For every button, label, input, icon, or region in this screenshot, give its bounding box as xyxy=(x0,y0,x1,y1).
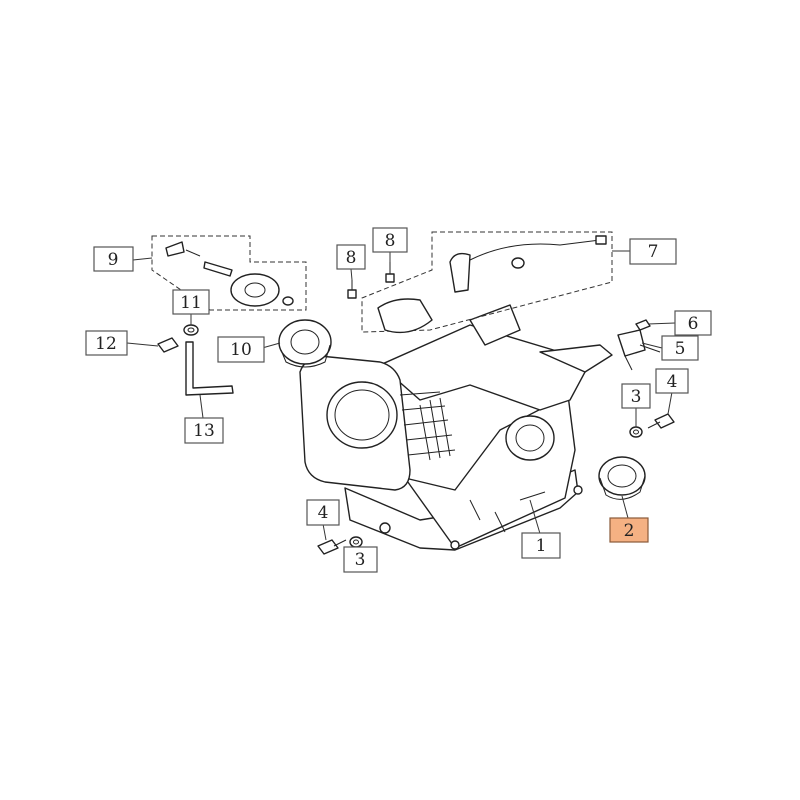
callout-2: 2 xyxy=(609,517,649,543)
callout-10: 10 xyxy=(217,336,265,363)
callout-3-right-label: 3 xyxy=(631,387,642,407)
callout-8-left: 8 xyxy=(336,244,366,270)
callout-10-label: 10 xyxy=(230,340,252,360)
callout-2-label: 2 xyxy=(624,521,635,541)
callout-4-left: 4 xyxy=(306,499,340,526)
governor-washer-drawing xyxy=(183,324,199,336)
breather-bolt-drawing-left xyxy=(347,280,357,299)
washer-drawing-left xyxy=(349,536,363,548)
callout-3-left: 3 xyxy=(343,546,378,573)
callout-4-right-label: 4 xyxy=(667,372,678,392)
callout-8-right: 8 xyxy=(372,227,408,253)
governor-assembly-drawing xyxy=(151,235,307,311)
governor-shaft-drawing xyxy=(185,341,234,396)
breather-bolt-drawing-right xyxy=(385,262,395,283)
callout-4-left-label: 4 xyxy=(318,503,329,523)
callout-1-label: 1 xyxy=(536,536,547,556)
callout-3-right: 3 xyxy=(621,383,651,409)
callout-9: 9 xyxy=(93,246,134,272)
breather-assembly-drawing xyxy=(361,231,613,334)
callout-5: 5 xyxy=(661,335,699,361)
oil-sensor-drawing xyxy=(617,329,661,371)
crankcase-drawing xyxy=(299,304,613,551)
callout-8-right-label: 8 xyxy=(385,231,396,251)
callout-6: 6 xyxy=(674,310,712,336)
callout-4-right: 4 xyxy=(655,368,689,394)
callout-12-label: 12 xyxy=(95,334,117,354)
callout-7: 7 xyxy=(629,238,677,265)
callout-12: 12 xyxy=(85,330,128,356)
washer-drawing-right xyxy=(629,426,643,438)
bolt-drawing-right xyxy=(647,413,675,429)
callout-9-label: 9 xyxy=(108,250,119,270)
callout-5-label: 5 xyxy=(675,339,686,359)
bearing-drawing xyxy=(278,319,332,368)
callout-13: 13 xyxy=(184,417,224,444)
bolt-drawing-left xyxy=(317,539,347,555)
callout-7-label: 7 xyxy=(648,242,659,262)
sensor-screw-drawing xyxy=(635,319,651,331)
callout-3-left-label: 3 xyxy=(355,550,366,570)
callout-6-label: 6 xyxy=(688,314,699,334)
callout-8-left-label: 8 xyxy=(346,248,357,268)
callout-11: 11 xyxy=(172,289,210,315)
callout-1: 1 xyxy=(521,532,561,559)
callout-13-label: 13 xyxy=(193,421,215,441)
governor-clip-drawing xyxy=(157,337,179,353)
callout-11-label: 11 xyxy=(180,293,202,313)
oil-seal-drawing xyxy=(598,456,646,500)
